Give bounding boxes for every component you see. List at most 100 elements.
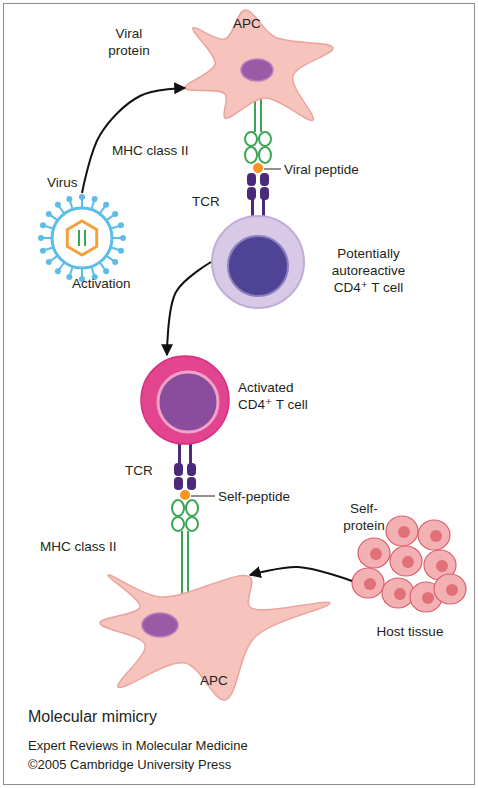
viral-genome <box>84 230 86 246</box>
tissue-nucleus <box>422 592 434 604</box>
tissue-cell <box>390 546 422 576</box>
virus-spike-tip <box>55 202 61 208</box>
mhc-domain <box>172 500 184 516</box>
tcr-domain <box>187 463 196 476</box>
node-label: APC <box>200 672 228 689</box>
leader-line <box>264 169 281 170</box>
tissue-cell <box>386 516 418 546</box>
tcr-stem <box>189 442 192 464</box>
annotation-label: Viral peptide <box>284 161 359 178</box>
virus-spike-tip <box>79 194 85 200</box>
virus-spike-tip <box>40 222 46 228</box>
tcr-domain <box>174 463 183 476</box>
annotation-label: MHC class II <box>40 538 117 555</box>
edge-label: Activation <box>72 275 131 292</box>
virus-spike-tip <box>66 274 72 280</box>
tcr-domain <box>260 187 269 200</box>
node-label: Activated CD4⁺ T cell <box>238 379 326 413</box>
tissue-nucleus <box>430 530 442 542</box>
peptide-dot <box>253 163 263 173</box>
tissue-cell <box>358 538 390 568</box>
tissue-nucleus <box>402 556 414 568</box>
mhc-stem <box>181 531 183 595</box>
virus-spike-tip <box>118 222 124 228</box>
tissue-nucleus <box>364 578 376 590</box>
viral-genome <box>78 230 80 246</box>
cell-membrane <box>141 356 229 444</box>
mhc-domain <box>259 132 271 146</box>
virus-spike-tip <box>118 248 124 254</box>
tcr-domain <box>260 173 269 186</box>
virus: Virus <box>37 193 127 283</box>
mhc-domain <box>259 147 271 163</box>
mhc-domain <box>186 500 198 516</box>
node-shape <box>140 355 230 445</box>
credit-text: ©2005 Cambridge University Press <box>28 756 231 773</box>
arrow-connector <box>82 88 185 193</box>
cell-outline <box>100 575 330 700</box>
mhc-domain <box>245 132 257 146</box>
tcr-domain <box>247 173 256 186</box>
tissue-nucleus <box>446 584 458 596</box>
annotation-label: Self-peptide <box>218 488 290 505</box>
tissue-cell <box>352 568 384 598</box>
virus-capsid <box>67 221 96 255</box>
node-shape <box>37 193 127 283</box>
antigen-presenting-cell: APC <box>185 10 335 122</box>
cell-nucleus <box>158 372 218 432</box>
annotation-label: MHC class II <box>112 142 189 159</box>
virus-spike-tip <box>92 196 98 202</box>
node-label: Potentially autoreactive CD4⁺ T cell <box>321 245 416 296</box>
virus-spike-tip <box>120 235 126 241</box>
virus-spike-tip <box>40 248 46 254</box>
leader-line <box>191 496 215 497</box>
antigen-presenting-cell: APC <box>100 575 330 700</box>
mhc-domain <box>245 147 257 163</box>
tissue-cell <box>434 574 466 604</box>
figure-border <box>4 4 475 785</box>
tissue-nucleus <box>436 560 448 572</box>
virus-spike-tip <box>103 268 109 274</box>
node-label: Virus <box>47 174 78 191</box>
virus-spike-tip <box>46 259 52 265</box>
virus-particle <box>38 194 126 282</box>
edge-label: Self-protein <box>336 500 392 534</box>
virus-spike-tip <box>66 196 72 202</box>
arrow-connector <box>167 262 211 355</box>
virus-spike-tip <box>38 235 44 241</box>
tissue-nucleus <box>394 588 406 600</box>
cell-nucleus <box>142 613 178 637</box>
tcr-stem <box>178 442 181 464</box>
virus-spike-tip <box>112 211 118 217</box>
tissue-cell <box>418 520 450 550</box>
virus-spike-tip <box>55 268 61 274</box>
annotation-label: TCR <box>192 193 220 210</box>
mhc-domain <box>172 517 184 531</box>
activated-t-cell: Activated CD4⁺ T cell <box>140 355 230 445</box>
cell-nucleus <box>228 236 288 296</box>
tissue-nucleus <box>370 548 382 560</box>
tcr-molecule <box>247 173 269 219</box>
virus-spike-tip <box>103 202 109 208</box>
cell-outline <box>185 10 333 120</box>
node-label: APC <box>233 15 261 32</box>
virus-envelope <box>52 208 112 268</box>
node-label: Host tissue <box>352 623 468 640</box>
tissue-cell <box>382 578 414 608</box>
t-cell: Potentially autoreactive CD4⁺ T cell <box>211 215 305 309</box>
tissue-nucleus <box>398 526 410 538</box>
mhc-domain <box>186 517 198 531</box>
node-shape <box>211 215 305 309</box>
tcr-domain <box>247 187 256 200</box>
cell-nucleus <box>241 59 273 81</box>
cell-membrane <box>212 216 304 308</box>
edge-label: Viral protein <box>98 25 160 59</box>
mhc-stem <box>187 531 189 595</box>
virus-spike-tip <box>112 259 118 265</box>
peptide-dot <box>180 490 190 500</box>
virus-spike-tip <box>46 211 52 217</box>
tcr-molecule <box>174 442 196 490</box>
